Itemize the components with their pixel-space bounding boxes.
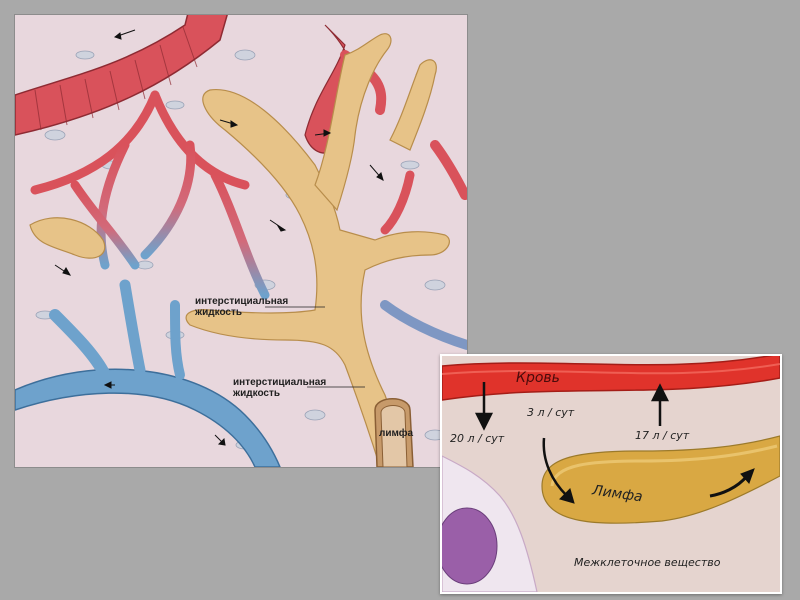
interstitial-substance-label: Межклеточное вещество — [574, 556, 721, 569]
arrow-to-lymph — [542, 437, 575, 504]
lymph-rate-label: 3 л / сут — [527, 406, 575, 419]
cell-nucleus — [442, 507, 498, 585]
lymph-label: лимфа — [379, 428, 414, 439]
interstitial-fluid-label-1: интерстициальная жидкость — [195, 296, 289, 318]
arrow-lymph-flow — [709, 468, 755, 498]
fluid-exchange-schematic: Кровь 20 л / сут 3 л / сут 17 л / сут Ли… — [440, 354, 782, 594]
filtration-rate-label: 20 л / сут — [450, 432, 505, 445]
exchange-diagram — [442, 356, 780, 592]
blood-vessel — [442, 356, 780, 401]
blood-label: Кровь — [516, 370, 560, 386]
vein — [15, 279, 467, 467]
label-leaders — [265, 306, 365, 388]
lymph-cross-section — [374, 398, 414, 467]
artery — [15, 15, 228, 136]
capillary-lymph-illustration: интерстициальная жидкость интерстициальн… — [14, 14, 468, 468]
arrow-reabsorption — [650, 383, 670, 426]
artery-fragment — [380, 170, 415, 235]
interstitial-fluid-label-2: интерстициальная жидкость — [233, 377, 327, 399]
flow-arrows — [54, 29, 384, 446]
arrow-filtration — [474, 382, 494, 431]
reabsorption-rate-label: 17 л / сут — [635, 429, 690, 442]
lymph-vessel — [29, 33, 450, 467]
tissue-diagram — [15, 15, 467, 467]
artery-right-edge — [430, 140, 467, 200]
